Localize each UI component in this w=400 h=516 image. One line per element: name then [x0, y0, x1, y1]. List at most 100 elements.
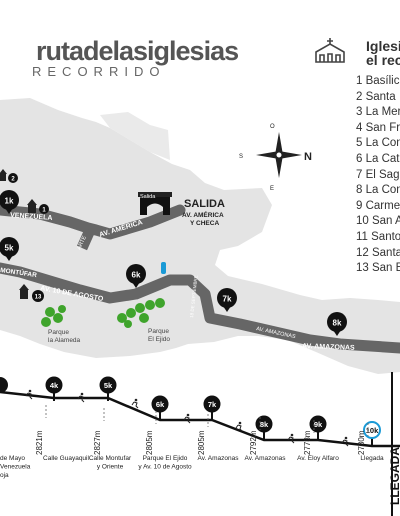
profile-km-marker: 6k — [151, 395, 169, 420]
elevation-label: 2827m — [93, 430, 102, 455]
profile-km-marker: 10k — [363, 421, 381, 446]
svg-text:7k: 7k — [223, 295, 232, 304]
start-sub-1: AV. AMÉRICA — [182, 210, 224, 219]
runner-icon — [235, 421, 243, 432]
elevation-label: 2780m — [357, 430, 366, 455]
legend-church-icon — [315, 38, 345, 63]
park-ejido-label-1: Parque — [148, 328, 169, 335]
street-label-amazonas-2: AV. AMAZONAS — [302, 343, 355, 352]
elevation-label: 2821m — [35, 430, 44, 455]
svg-text:1k: 1k — [5, 197, 14, 206]
start-arch-icon — [138, 192, 172, 215]
profile-km-label: 10k — [366, 426, 379, 435]
church-list-item: 3 La Mer — [356, 106, 400, 119]
km-pin-7k: 7k — [217, 288, 237, 312]
profile-km-label: 6k — [156, 400, 165, 409]
profile-km-label: 7k — [208, 400, 217, 409]
park-ejido-label-2: El Ejido — [148, 336, 170, 343]
station-label: Av. Amazonas — [245, 455, 287, 462]
compass-o: O — [270, 124, 275, 130]
church-list-item: 4 San Fr — [356, 121, 400, 134]
station-label: de Mayo — [0, 455, 25, 462]
route-connector — [76, 227, 96, 251]
street-label-venezuela: VENEZUELA — [10, 212, 53, 222]
church-icon — [0, 169, 37, 299]
legend-heading: Iglesi el rec — [366, 39, 400, 67]
compass-e: E — [270, 186, 274, 192]
street-label-18-septiembre: 18 DE SEPTIEMBRE — [189, 275, 198, 318]
station-label: oja — [0, 472, 9, 479]
profile-km-marker: 5k — [99, 376, 117, 401]
profile-km-label: 5k — [104, 381, 113, 390]
runner-icon — [341, 436, 349, 447]
svg-text:13: 13 — [35, 295, 42, 301]
station-label: Llegada — [360, 455, 384, 462]
church-list-item: 6 La Cat — [356, 152, 400, 165]
church-marker-13: 13 — [32, 290, 44, 302]
church-list-item: 13 San E — [356, 262, 400, 275]
station-label: Av. Amazonas — [198, 455, 240, 462]
compass-s: S — [239, 154, 243, 160]
station-label: y Av. 10 de Agosto — [138, 464, 192, 471]
station-label: Av. Eloy Alfaro — [297, 455, 339, 462]
park-alameda-label-1: Parque — [48, 329, 69, 336]
church-list-item: 9 Carme — [356, 199, 400, 212]
church-marker-2: 2 — [8, 173, 18, 183]
profile-km-marker: 7k — [203, 395, 221, 420]
legend-heading-line-2: el rec — [366, 52, 400, 68]
profile-start-marker — [0, 377, 8, 393]
km-pin-8k: 8k — [327, 312, 347, 336]
start-sub-2: Y CHECA — [190, 220, 219, 227]
elevation-label: 2778m — [303, 430, 312, 455]
profile-km-marker: 8k — [255, 415, 273, 440]
brand-subtitle: RECORRIDO — [32, 64, 166, 79]
runner-icon — [287, 433, 295, 444]
station-label: y Oriente — [97, 464, 124, 471]
church-list-item: 10 San A — [356, 215, 400, 228]
compass-n: N — [304, 151, 312, 163]
start-small-label: Salida — [140, 194, 156, 200]
km-pin-1k: 1k — [0, 190, 19, 214]
svg-text:6k: 6k — [132, 271, 141, 280]
church-list-item: 1 Basílic — [356, 75, 400, 87]
station-label: Calle Guayaquil — [43, 455, 89, 462]
start-label: SALIDA — [184, 198, 225, 210]
street-label-arte: ARTE — [76, 235, 88, 251]
park-alameda — [41, 305, 66, 327]
svg-text:5k: 5k — [5, 244, 14, 253]
map-area-shape-top — [100, 112, 170, 160]
profile-km-label: 4k — [50, 381, 59, 390]
elevation-label: 2805m — [145, 430, 154, 455]
compass-rose-icon — [256, 132, 302, 178]
park-alameda-label-2: la Alameda — [48, 337, 81, 344]
station-label: Parque El Ejido — [143, 455, 188, 462]
finish-label: LLEGADA — [388, 447, 400, 505]
runner-icon — [183, 413, 191, 424]
legend-heading-line-1: Iglesi — [366, 38, 400, 54]
station-label: Calle Montufar — [89, 455, 132, 462]
church-list-item: 7 El Sag — [356, 168, 400, 181]
elevation-label: 2792m — [249, 430, 258, 455]
profile-km-marker: 4k — [45, 376, 63, 401]
svg-text:8k: 8k — [333, 319, 342, 328]
profile-km-label: 8k — [260, 420, 269, 429]
station-label: Venezuela — [0, 464, 31, 471]
map-area-shape — [0, 98, 400, 374]
svg-text:1: 1 — [42, 208, 46, 214]
park-ejido — [117, 298, 165, 328]
profile-km-marker: 9k — [309, 415, 327, 440]
brand-title: rutadelasiglesias — [36, 36, 239, 66]
km-pin-6k: 6k — [126, 264, 146, 288]
profile-km-label: 9k — [314, 420, 323, 429]
church-list-item: 8 La Con — [356, 184, 400, 197]
runner-icon — [25, 389, 33, 400]
church-list-item: 2 Santa — [356, 90, 396, 103]
water-station-icon — [161, 262, 166, 274]
km-pin-5k: 5k — [0, 237, 19, 261]
church-list-item: 11 Santo — [356, 230, 400, 243]
route-path — [0, 204, 400, 354]
